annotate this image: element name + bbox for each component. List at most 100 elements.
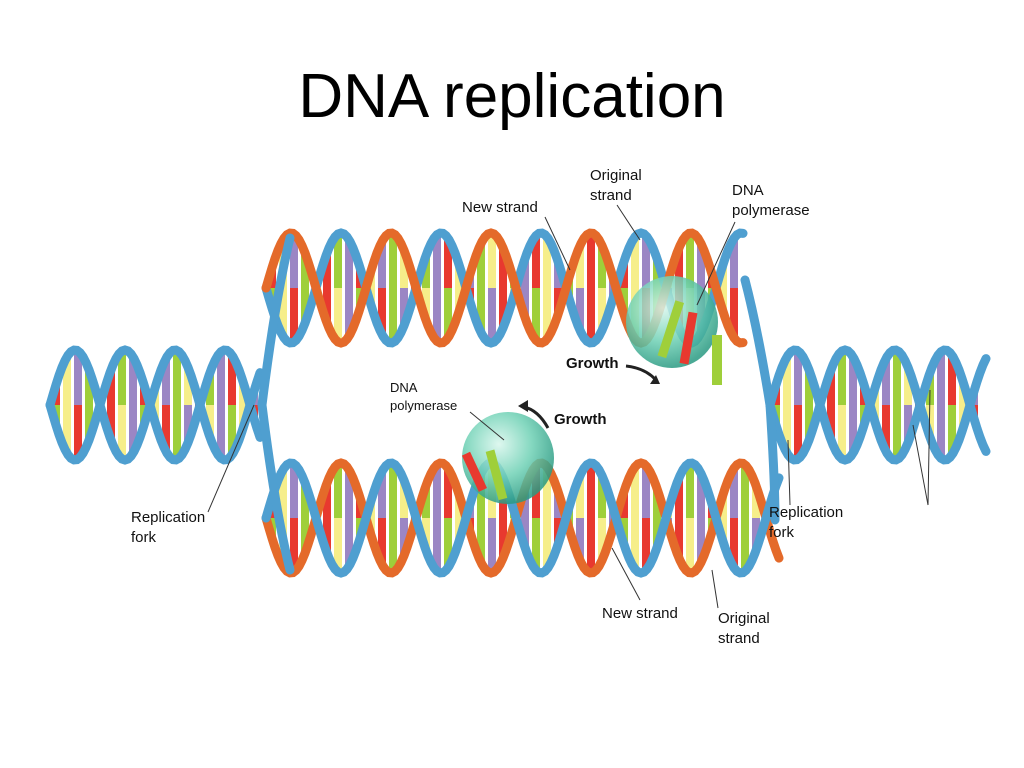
base-pair bbox=[543, 466, 551, 518]
base-pair bbox=[334, 288, 342, 343]
base-pair bbox=[162, 358, 170, 405]
daughter-helix-bottom bbox=[261, 458, 784, 578]
parent-helix-left bbox=[45, 345, 265, 465]
base-pair bbox=[301, 252, 309, 288]
base-pair bbox=[444, 238, 452, 288]
parent-helix-right bbox=[765, 345, 991, 465]
base-pair bbox=[107, 369, 115, 405]
base-pair bbox=[323, 518, 331, 554]
base-pair bbox=[323, 482, 331, 518]
base-pair bbox=[184, 367, 192, 405]
base-pair bbox=[642, 465, 650, 518]
base-pair bbox=[783, 405, 791, 454]
base-pair bbox=[783, 356, 791, 405]
base-pair bbox=[598, 245, 606, 288]
base-pair bbox=[741, 518, 749, 572]
base-pair bbox=[389, 288, 397, 343]
base-pair bbox=[598, 475, 606, 518]
base-pair bbox=[794, 350, 802, 405]
base-pair bbox=[576, 245, 584, 288]
base-pair bbox=[334, 518, 342, 573]
base-pair bbox=[290, 463, 298, 518]
base-pair bbox=[279, 288, 287, 337]
base-pair bbox=[228, 355, 236, 405]
base-pair bbox=[378, 288, 386, 335]
base-pair bbox=[433, 518, 441, 572]
base-pair bbox=[598, 518, 606, 561]
backbone-strand bbox=[765, 345, 991, 465]
base-pair bbox=[301, 518, 309, 554]
base-pair bbox=[400, 288, 408, 326]
base-pair bbox=[686, 518, 694, 573]
base-pair bbox=[400, 480, 408, 518]
base-pair bbox=[752, 518, 760, 551]
base-pair bbox=[345, 239, 353, 288]
base-pair bbox=[730, 468, 738, 518]
base-pair bbox=[345, 518, 353, 567]
base-pair bbox=[805, 405, 813, 441]
base-pair bbox=[118, 405, 126, 460]
base-pair bbox=[849, 356, 857, 405]
base-pair bbox=[118, 350, 126, 405]
base-pair bbox=[543, 518, 551, 570]
base-pair bbox=[290, 518, 298, 573]
base-pair bbox=[752, 485, 760, 518]
base-pair bbox=[499, 288, 507, 329]
growth-bottom-label: Growth bbox=[554, 411, 607, 428]
base-pair bbox=[334, 233, 342, 288]
base-pair bbox=[686, 463, 694, 518]
base-pair bbox=[697, 473, 705, 518]
base-pair bbox=[904, 405, 912, 443]
base-pair bbox=[173, 405, 181, 460]
base-pair bbox=[926, 405, 934, 438]
base-pair bbox=[389, 233, 397, 288]
original-strand-bottom-label: Original strand bbox=[718, 610, 774, 647]
base-pair bbox=[937, 351, 945, 405]
base-pair bbox=[587, 288, 595, 343]
page-title: DNA replication bbox=[298, 62, 726, 131]
dna-polymerase-top-enzyme bbox=[626, 276, 722, 385]
base-pair bbox=[129, 405, 137, 454]
base-pair bbox=[345, 469, 353, 518]
base-pair bbox=[937, 405, 945, 459]
base-pair bbox=[499, 518, 507, 559]
base-pair bbox=[697, 243, 705, 288]
base-pair bbox=[444, 518, 452, 568]
new-strand-top-label: New strand bbox=[462, 199, 538, 216]
base-pair bbox=[422, 255, 430, 288]
base-pair bbox=[794, 405, 802, 460]
base-pair bbox=[422, 485, 430, 518]
growth-arrow-top bbox=[625, 364, 658, 382]
base-pair bbox=[378, 471, 386, 518]
base-pair bbox=[488, 233, 496, 288]
base-pair bbox=[184, 405, 192, 443]
base-pair bbox=[217, 405, 225, 459]
base-pair bbox=[477, 518, 485, 563]
base-pair bbox=[477, 473, 485, 518]
base-pair bbox=[422, 518, 430, 551]
base-pair bbox=[741, 464, 749, 518]
base-pair bbox=[433, 234, 441, 288]
base-pair bbox=[345, 288, 353, 337]
base-pair bbox=[642, 235, 650, 288]
base-pair bbox=[576, 475, 584, 518]
base-pair bbox=[301, 288, 309, 324]
base-pair bbox=[587, 463, 595, 518]
base-pair bbox=[488, 288, 496, 343]
base-pair bbox=[926, 372, 934, 405]
dna-polymerase-top-label: DNA polymerase bbox=[732, 182, 810, 219]
base-pair bbox=[827, 405, 835, 441]
base-pair bbox=[206, 372, 214, 405]
base-pair bbox=[279, 469, 287, 518]
base-pair bbox=[217, 351, 225, 405]
base-pair bbox=[631, 236, 639, 288]
base-pair bbox=[63, 405, 71, 454]
base-pair bbox=[334, 463, 342, 518]
base-pair bbox=[63, 356, 71, 405]
base-pair bbox=[675, 247, 683, 288]
base-pair bbox=[849, 405, 857, 454]
base-pair bbox=[444, 288, 452, 338]
base-pair bbox=[129, 356, 137, 405]
base-pair bbox=[74, 405, 82, 460]
